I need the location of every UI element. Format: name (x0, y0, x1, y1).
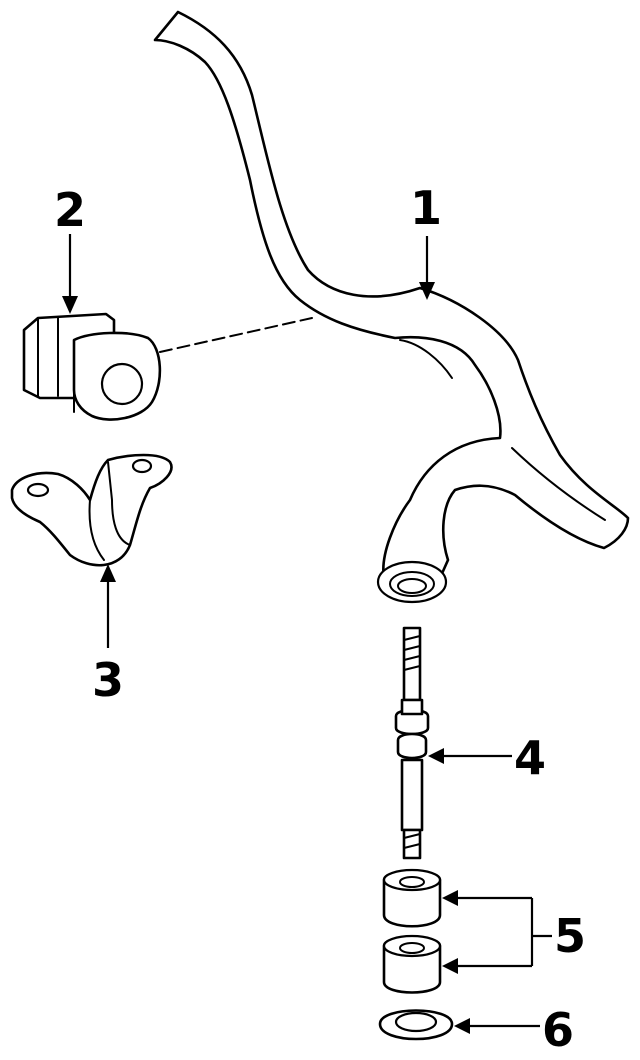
bracket (10, 453, 173, 567)
assembly-reference-line (159, 317, 313, 353)
callout-5: 5 (554, 909, 586, 963)
leader-2 (62, 234, 78, 314)
callout-3: 3 (92, 653, 124, 707)
callout-6: 6 (542, 1003, 574, 1057)
stabilizer-bar (153, 10, 630, 604)
leader-3 (100, 564, 116, 648)
retainer-washer (378, 1009, 454, 1041)
stabilizer-link-stud (394, 626, 430, 860)
leader-4 (428, 748, 512, 764)
leader-6 (454, 1018, 540, 1034)
leader-1 (419, 236, 435, 300)
callout-2: 2 (54, 183, 86, 237)
callout-4: 4 (514, 731, 546, 785)
callout-1: 1 (410, 181, 442, 235)
bushing (22, 312, 162, 421)
leader-5 (442, 890, 552, 974)
link-bushings (382, 868, 442, 994)
